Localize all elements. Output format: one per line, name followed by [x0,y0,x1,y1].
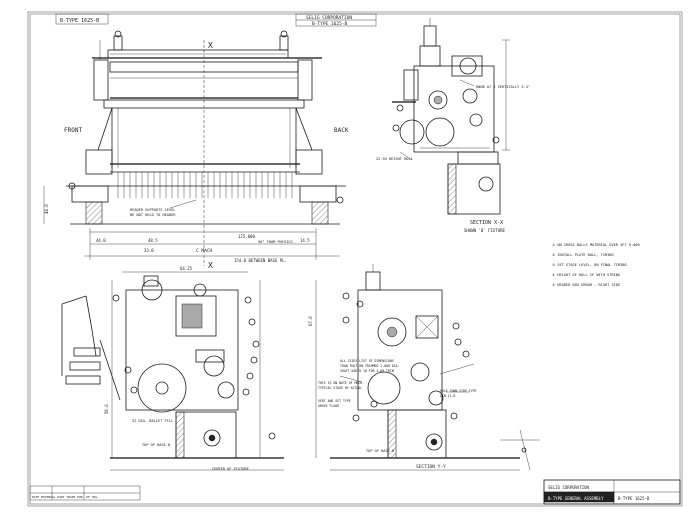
top-left-title-block: B-TYPE 1625-B [55,13,109,25]
section-label: SECTION X-X [470,220,503,226]
front-elevation-view: X X FRONT BACK HEADER SUPPORTS LEVEL BE … [43,30,349,270]
section-y-side-dim: 67.0 [308,316,313,326]
bottom-company: SELIG CORPORATION [548,485,590,490]
lower-left-base-label: TOP OF BASE B [142,443,170,447]
note-5: ⑤ HEADER BOX ERROR - RIGHT SIDE [552,283,620,287]
notes-list: ① ON CROSS BALLS MATERIAL OVER 4FT 9.000… [552,243,640,287]
note-1: ① ON CROSS BALLS MATERIAL OVER 4FT 9.000 [552,243,640,247]
dim-7: 154.0 BETWEEN BASE PL. [234,258,287,263]
section-y-label: SECTION Y-Y [416,464,446,470]
section-y-note-2: THIS IS ON NOTE OF MECH. TYPICAL STAGE B… [318,381,366,390]
bottom-left-revision-block: DATE MATERIAL PART TRADE PUR. OF CHG. [29,485,141,501]
section-note: KNOB AT 6 VERTICALLY 3.4" [476,85,530,89]
section-y-note-1: ALL SIZES LIST OF DIMENSIONS THAN THAT O… [340,359,401,373]
lower-left-center-label: CENTER OF FIXTURE [212,467,249,471]
back-label: BACK [334,127,349,134]
note-3: ③ SET STAGE LEVEL, ON FINAL TIMING [552,263,627,267]
section-y-base-label: TOP OF BASE B [366,449,394,453]
section-y-note-4: HOLE TOWN STOP TYPE DIN 11-B [440,389,478,398]
top-left-drawing-number: B-TYPE 1625-B [60,18,99,24]
bottom-title: B-TYPE GENERAL ASSEMBLY [548,496,604,501]
revision-stamp-text: DATE MATERIAL PART TRADE PUR. OF CHG. [32,495,99,499]
section-sublabel: SHOWN 'B' FIXTURE [464,228,506,233]
section-y-note-3: VERT AND SET TYPE ABOVE FLOOR [318,399,353,408]
bottom-drawing-number: B-TYPE 1625-B [618,496,650,501]
bottom-right-title-block: SELIG CORPORATION B-TYPE GENERAL ASSEMBL… [543,479,681,505]
note-4: ④ HEIGHT OF ROLL IF WITH STRING [552,273,620,277]
dim-1: 44.0 [96,238,106,243]
section-y-y-view: ALL SIZES LIST OF DIMENSIONS THAN THAT O… [308,264,520,471]
dim-3: 125.000 [238,234,255,239]
top-drawing-number: B-TYPE 1625-B [312,21,348,27]
section-dim-reel: 22.94 HEIGHT ROLL [376,157,413,161]
top-center-title-block: SELIG CORPORATION B-TYPE 1625-B [295,13,377,27]
front-label: FRONT [64,127,82,134]
dim-2: 48.5 [148,238,158,243]
dim-4: 14.5 [300,238,310,243]
top-company: SELIG CORPORATION [306,15,352,21]
lower-left-side-dim: 56.0 [104,404,109,414]
note-2: ② INSTALL PLATE BALL, TIMING [552,253,614,257]
centerline-label: C MACH [196,248,213,254]
sheet-border [27,11,683,507]
section-mark-bottom: X [208,261,213,270]
lower-left-top-dim: 64.25 [180,266,193,271]
dim-8: 44.0 [44,204,49,214]
section-mark-top: X [208,41,213,50]
sheet-inner-border [29,13,681,505]
header-supports-note: HEADER SUPPORTS LEVEL BE NOT HELD TO HEA… [130,208,178,217]
section-x-x-view: KNOB AT 6 VERTICALLY 3.4" 22.94 HEIGHT R… [376,18,530,233]
dim-6: 33.0 [144,248,154,253]
lower-left-side-view: 64.25 56.0 TOP OF BASE B 32 DIA. BALLET … [61,266,284,471]
right-margin-marks [500,429,540,471]
dim-5: 90° FROM PHYSICS [258,240,293,244]
lower-left-dia-label: 32 DIA. BALLET FILL [132,419,173,423]
